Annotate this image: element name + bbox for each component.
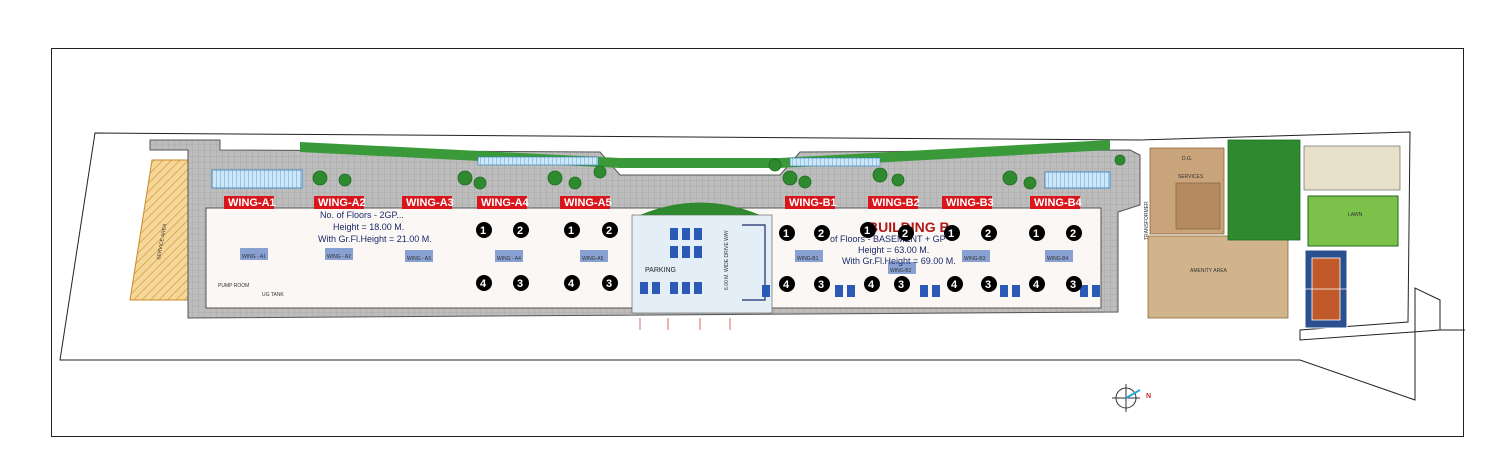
building-b-gr-height: With Gr.Fl.Height = 69.00 M. [842,256,956,266]
central-lawn [640,202,760,215]
inner-label-a4: WING - A4 [497,256,521,262]
svg-text:3: 3 [517,278,523,290]
wing-label-a4: WING-A4 [481,197,530,209]
svg-text:2: 2 [606,225,612,237]
parking-stalls [640,228,1100,297]
svg-text:2: 2 [902,228,908,240]
svg-text:4: 4 [568,278,575,290]
pool-mid [477,156,599,166]
wing-label-b1: WING-B1 [789,197,837,209]
svg-text:2: 2 [1070,228,1076,240]
marker-circles [476,222,1082,292]
left-hatched-area [129,159,189,301]
drawing-frame [51,48,1464,437]
services-label: SERVICES [1178,174,1204,180]
inner-label-a1: WING - A1 [242,254,266,260]
amenity-label: AMENITY AREA [1190,268,1228,274]
building-a-gr-height: With Gr.Fl.Height = 21.00 M. [318,234,432,244]
inner-label-a5: WING-A5 [582,256,604,262]
marker-numbers: 1 2 4 3 1 2 4 3 1 2 4 3 1 2 4 3 1 2 4 3 1 2 4 3 [480,225,1076,291]
amenity-area [1147,235,1289,319]
pool-right [789,157,881,167]
pool-far-right [1044,171,1111,189]
svg-text:3: 3 [898,279,904,291]
pump-room-label: PUMP ROOM [218,283,249,289]
lawn [1307,195,1399,247]
parking-label: PARKING [645,267,676,274]
pool-left [211,169,303,189]
svg-text:4: 4 [951,279,958,291]
svg-text:3: 3 [818,279,824,291]
ug-tank-label: UG TANK [262,292,284,298]
right-road-line [1414,288,1465,398]
dg-block [1175,182,1221,230]
wing-label-a2: WING-A2 [318,197,366,209]
svg-text:1: 1 [864,225,870,237]
lawn-label: LAWN [1348,212,1363,218]
building-b-floors: of Floors - BASEMENT + GP [830,234,946,244]
svg-text:2: 2 [985,228,991,240]
building-b-height: Height = 63.00 M. [858,245,929,255]
inner-label-b2: WING-B2 [890,268,912,274]
drive-way-label: 6.00 M. WIDE DRIVE WAY [724,229,730,290]
gym-area [1303,145,1401,191]
transformer-label: TRANSFORMER [1144,201,1150,240]
amenity-garden [1227,139,1301,241]
svg-text:1: 1 [783,228,789,240]
svg-text:2: 2 [818,228,824,240]
wing-label-b4: WING-B4 [1034,197,1083,209]
wing-label-a1: WING-A1 [228,197,276,209]
svg-text:4: 4 [480,278,487,290]
svg-text:3: 3 [606,278,612,290]
wing-label-a5: WING-A5 [564,197,612,209]
svg-text:3: 3 [985,279,991,291]
inner-label-b3: WING-B3 [964,256,986,262]
north-label: N [1146,393,1151,400]
svg-text:1: 1 [568,225,574,237]
wing-label-b2: WING-B2 [872,197,920,209]
svg-text:3: 3 [1070,279,1076,291]
building-a-floors: No. of Floors - 2GP... [320,210,404,220]
inner-label-b1: WING-B1 [797,256,819,262]
wing-label-a3: WING-A3 [406,197,454,209]
svg-text:1: 1 [1033,228,1039,240]
svg-text:1: 1 [948,228,954,240]
red-guide-lines [639,318,731,330]
svg-text:1: 1 [480,225,486,237]
inner-label-a3: WING - A3 [407,256,431,262]
unit-plans [240,248,1073,274]
wing-label-b3: WING-B3 [946,197,994,209]
inner-label-a2: WING - A2 [327,254,351,260]
ramp [742,224,766,301]
north-arrow-icon [1112,384,1141,412]
inner-label-b4: WING-B4 [1047,256,1069,262]
building-a-height: Height = 18.00 M. [333,222,404,232]
svg-text:4: 4 [868,279,875,291]
wing-label-badges [224,196,1080,209]
svg-text:2: 2 [517,225,523,237]
svg-text:4: 4 [1033,279,1040,291]
dg-label: D.G. [1182,156,1192,162]
trees [312,154,1126,190]
svg-text:4: 4 [783,279,790,291]
